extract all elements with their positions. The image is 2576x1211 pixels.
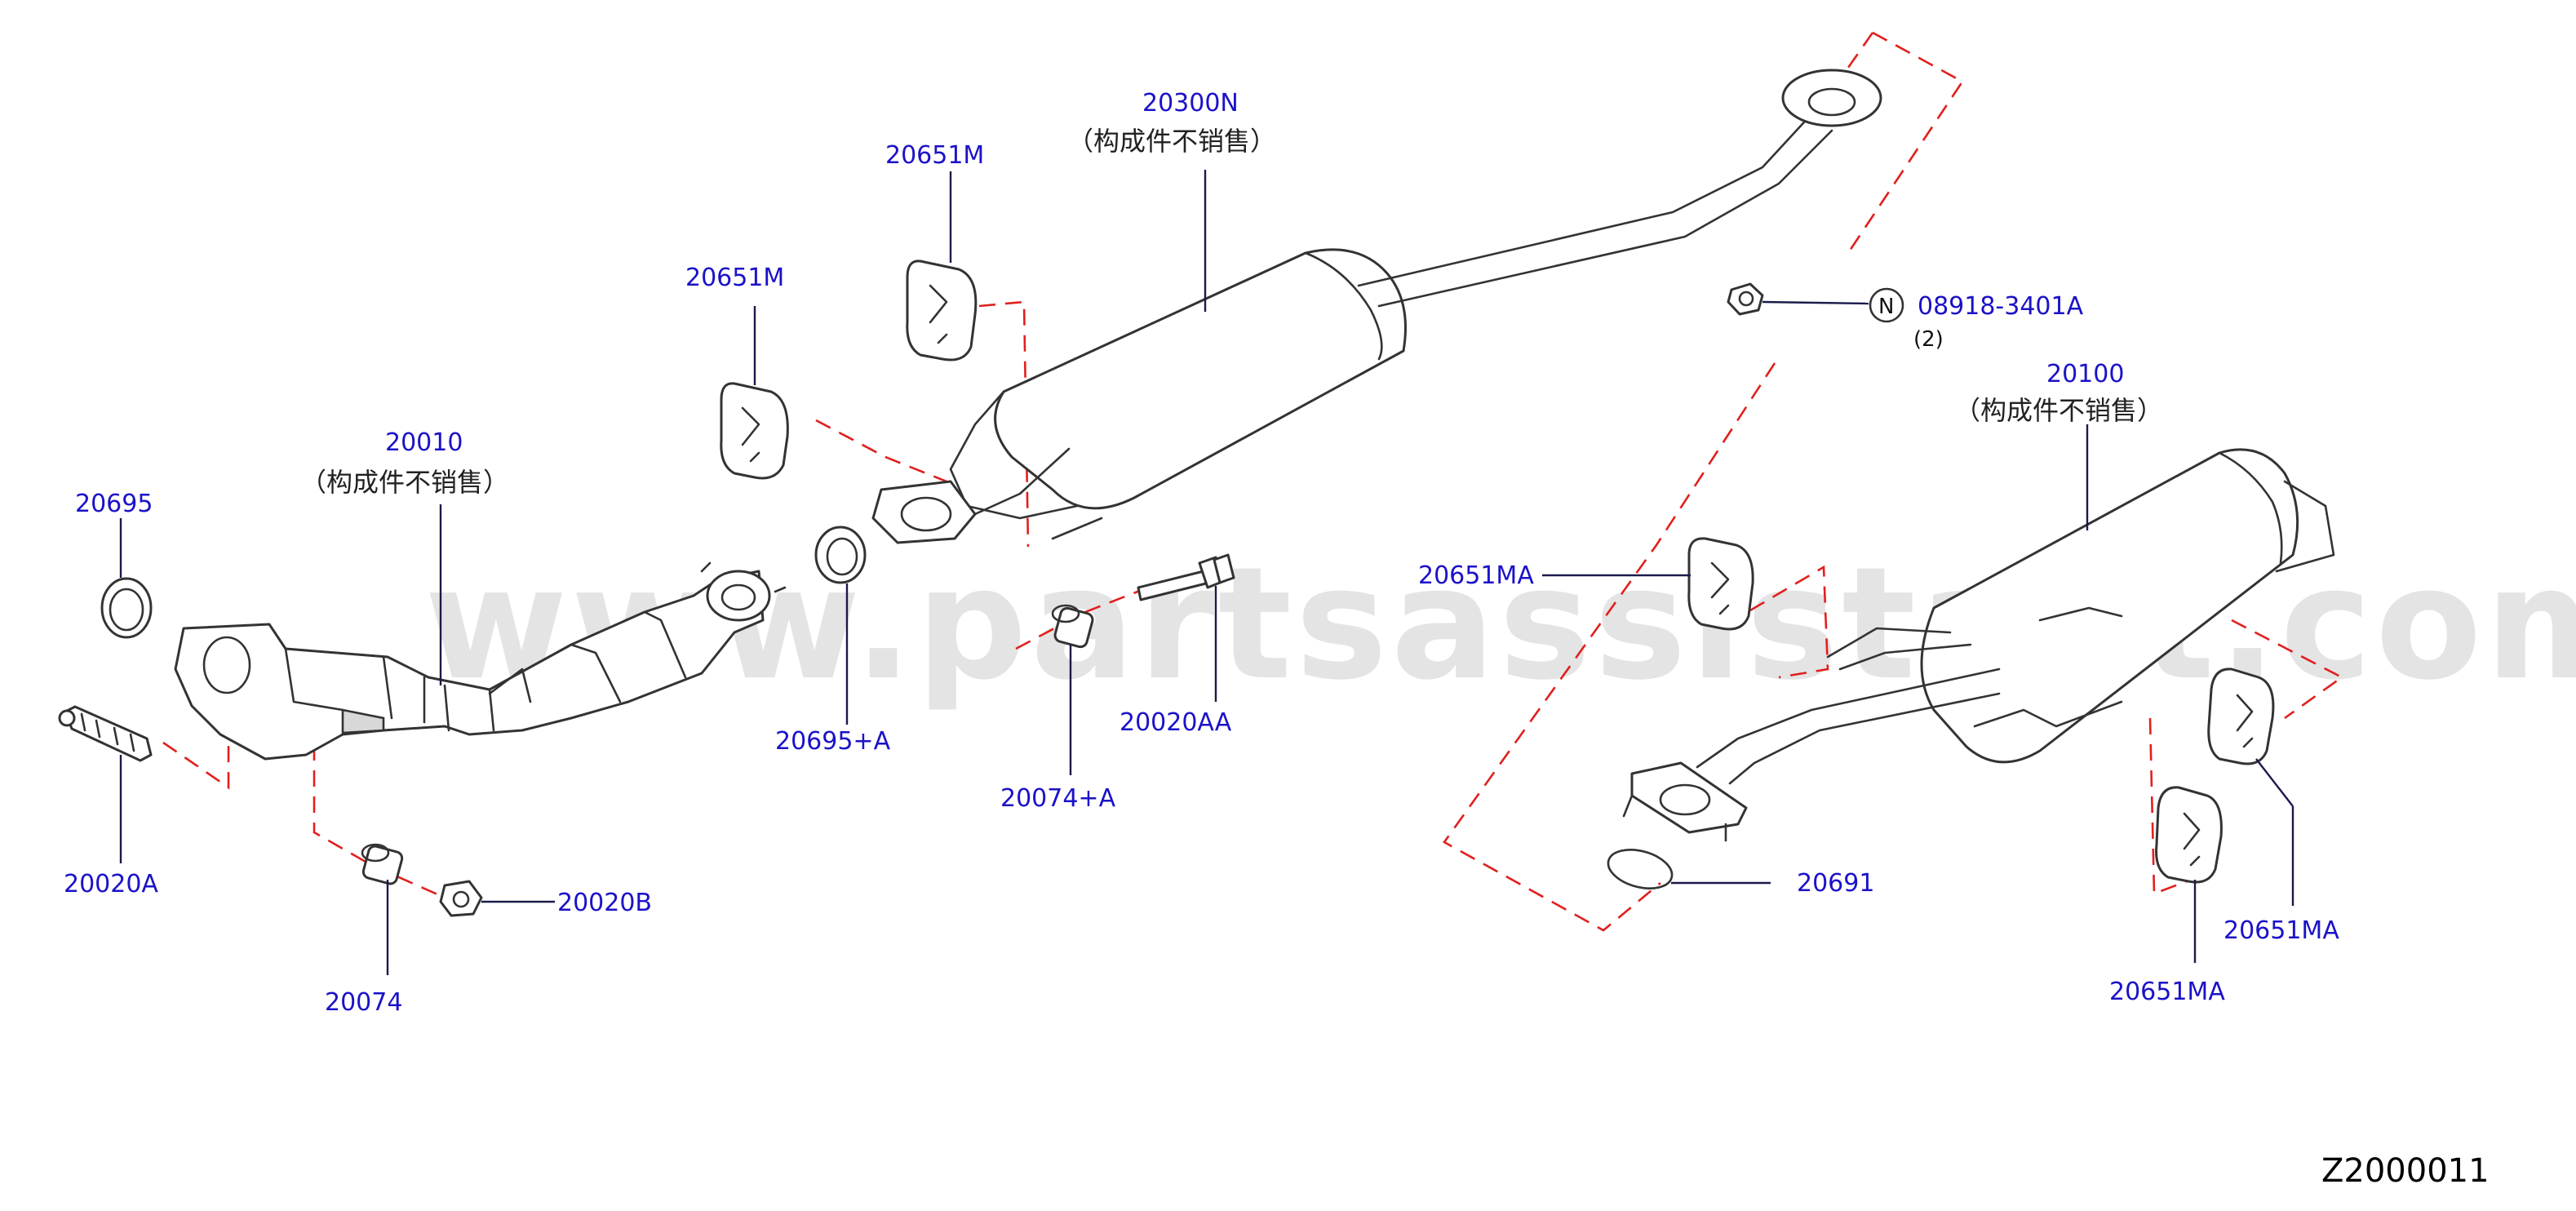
- hanger-20651M-left[interactable]: [720, 382, 789, 480]
- label-08918-3401A[interactable]: 08918-3401A: [1918, 292, 2084, 321]
- label-20651M-top[interactable]: 20651M: [885, 141, 984, 170]
- leader-lines: [119, 170, 2294, 975]
- bolt-20020AA[interactable]: [1137, 553, 1235, 601]
- label-20651MA-bottom[interactable]: 20651MA: [2109, 978, 2225, 1006]
- label-20074A[interactable]: 20074+A: [1000, 784, 1116, 813]
- label-20100[interactable]: 20100: [2046, 360, 2124, 388]
- center-muffler-20300N[interactable]: [871, 69, 1882, 544]
- hanger-20651MA-left[interactable]: [1687, 537, 1754, 631]
- hanger-20651MA-bottom[interactable]: [2155, 786, 2223, 884]
- diagram-code: Z2000011: [2321, 1152, 2490, 1190]
- nut-08918-3401A[interactable]: [1727, 282, 1764, 316]
- label-20074[interactable]: 20074: [325, 988, 402, 1017]
- o-ring-20691[interactable]: [1604, 843, 1677, 894]
- label-20020AA[interactable]: 20020AA: [1120, 708, 1232, 737]
- label-20651MA-right[interactable]: 20651MA: [2224, 916, 2339, 945]
- bushing-20074A[interactable]: [1051, 604, 1094, 649]
- bushing-20074[interactable]: [361, 843, 404, 885]
- nut-20020B[interactable]: [439, 880, 483, 917]
- hanger-20651M-top[interactable]: [906, 260, 978, 362]
- rear-muffler-20100[interactable]: [1622, 448, 2335, 842]
- nut-symbol: N: [1878, 295, 1894, 319]
- part-labels: 20300N （构成件不销售） 20651M 20651M 20010 （构成件…: [64, 89, 2490, 1190]
- label-20695[interactable]: 20695: [75, 490, 153, 518]
- gasket-ring-20695[interactable]: [100, 577, 153, 639]
- label-20020A[interactable]: 20020A: [64, 870, 158, 898]
- label-20651MA-left[interactable]: 20651MA: [1418, 561, 1534, 590]
- label-20691[interactable]: 20691: [1797, 869, 1874, 898]
- note-20010: （构成件不销售）: [300, 467, 509, 498]
- front-pipe-catalyst-20010[interactable]: [174, 561, 787, 761]
- nut-symbol-circle: [1869, 287, 1904, 323]
- oxygen-sensor-20020A[interactable]: [58, 705, 153, 762]
- gasket-ring-20695A[interactable]: [814, 526, 867, 584]
- label-20695A[interactable]: 20695+A: [775, 727, 891, 756]
- note-20100: （构成件不销售）: [1954, 395, 2163, 426]
- nut-quantity: (2): [1913, 327, 1944, 352]
- hanger-20651MA-right[interactable]: [2207, 668, 2275, 765]
- label-20020B[interactable]: 20020B: [557, 889, 652, 917]
- note-20300N: （构成件不销售）: [1067, 126, 1276, 157]
- label-20651M-left[interactable]: 20651M: [685, 264, 784, 292]
- label-20300N[interactable]: 20300N: [1142, 89, 1239, 118]
- label-20010[interactable]: 20010: [385, 428, 463, 457]
